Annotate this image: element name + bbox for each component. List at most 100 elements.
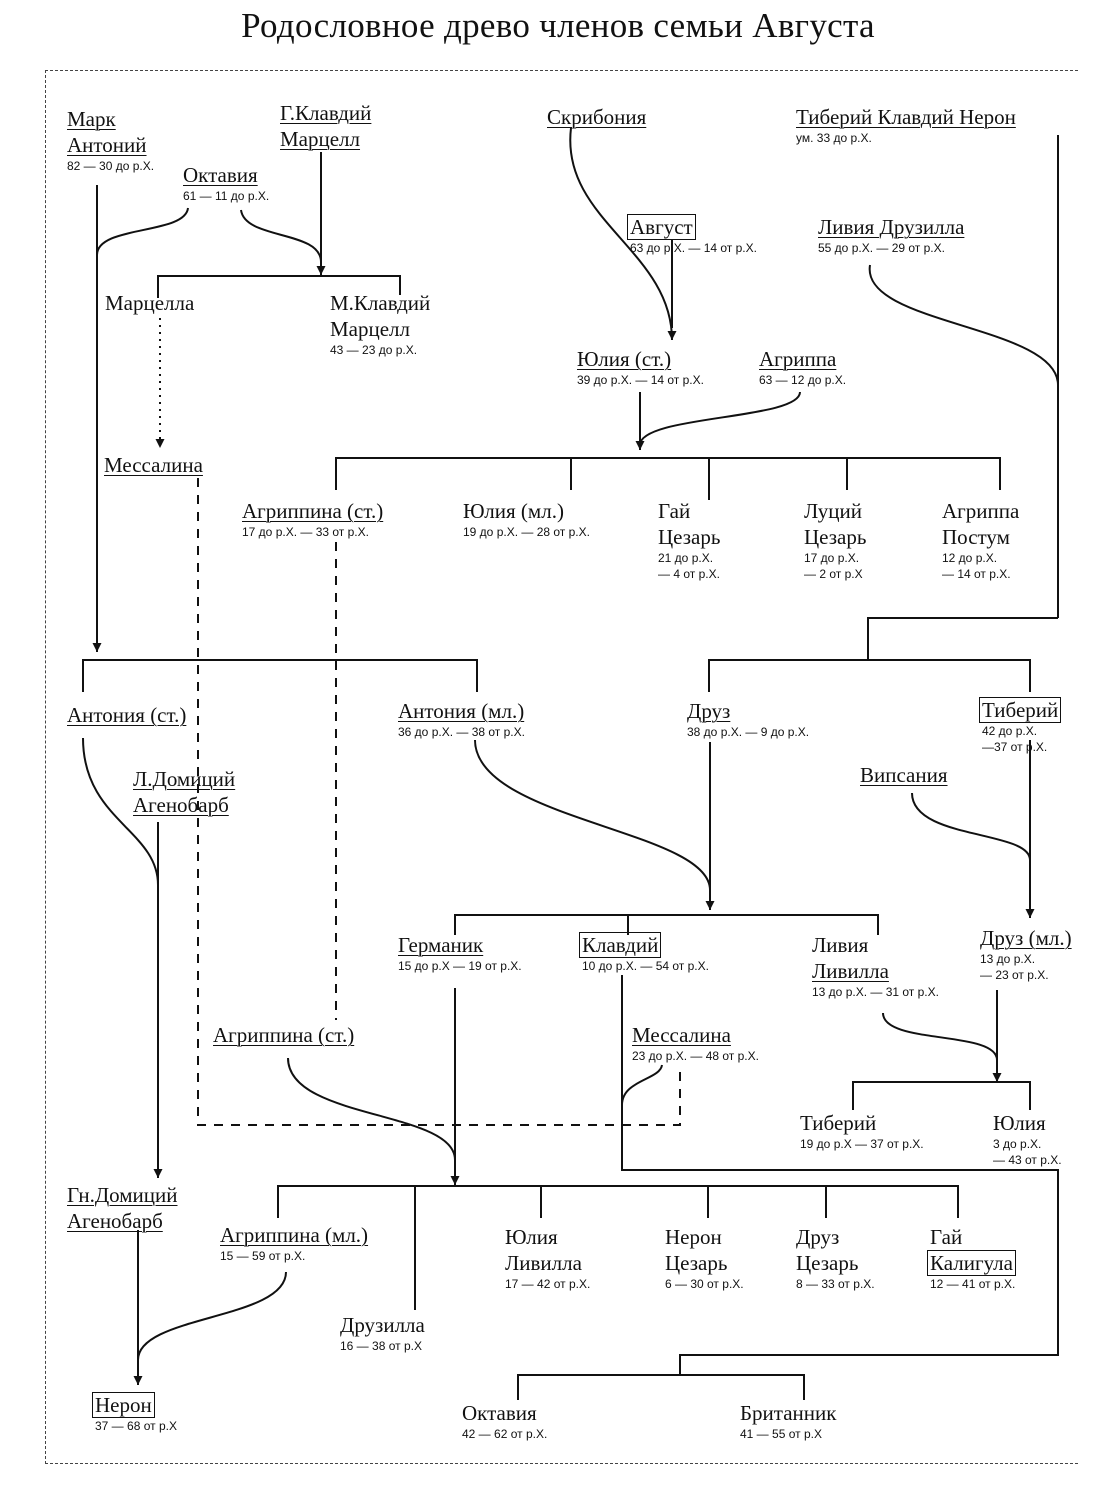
person-name: Ливия — [812, 933, 869, 957]
person-mark-antony: Марк Антоний 82 — 30 до р.Х. — [67, 106, 154, 174]
person-name: Клавдий — [579, 932, 662, 958]
person-m-marcellus: М.Клавдий Марцелл 43 — 23 до р.Х. — [330, 290, 430, 358]
person-agrippina-younger: Агриппина (мл.) 15 — 59 от р.Х. — [220, 1222, 368, 1264]
person-name: Цезарь — [804, 525, 867, 549]
person-dates: 15 — 59 от р.Х. — [220, 1249, 306, 1263]
person-name: Гай — [658, 499, 691, 523]
person-drusus: Друз 38 до р.Х. — 9 до р.Х. — [687, 698, 809, 740]
person-name: Агриппина (ст.) — [213, 1023, 355, 1047]
bracket-livilla-children — [852, 1081, 1031, 1110]
curve-octavia-to-gaius — [240, 209, 322, 263]
person-dates: 36 до р.Х. — 38 от р.Х. — [398, 725, 525, 739]
person-name: М.Клавдий — [330, 291, 431, 315]
person-name: Антоний — [67, 133, 147, 157]
person-vipsania: Випсания — [860, 762, 948, 788]
person-drusilla: Друзилла 16 — 38 от р.Х — [340, 1312, 425, 1354]
person-name: Випсания — [860, 763, 948, 787]
person-name: Луций — [804, 499, 862, 523]
curve-scribonia-to-julia — [569, 127, 677, 341]
person-nero-caesar: Нерон Цезарь 6 — 30 от р.Х. — [665, 1224, 744, 1292]
person-name: Антония (мл.) — [398, 699, 525, 723]
person-name: Юлия (ст.) — [577, 347, 672, 371]
person-dates: 8 — 33 от р.Х. — [796, 1277, 875, 1291]
curve-messalina-to-claudius — [621, 1064, 663, 1106]
person-dates: — 14 от р.Х. — [942, 567, 1011, 581]
person-name: Юлия (мл.) — [463, 499, 564, 523]
person-dates: 17 до р.Х. — [804, 551, 860, 565]
bracket-julia-children — [335, 457, 1001, 490]
person-name: Тиберий — [800, 1111, 877, 1135]
person-dates: 55 до р.Х. — 29 от р.Х. — [818, 241, 945, 255]
curve-vipsania-to-tiberius — [911, 792, 1031, 861]
person-octavia-claudia: Октавия 42 — 62 от р.Х. — [462, 1400, 547, 1442]
bracket-claudius-children — [517, 1374, 805, 1400]
person-name: Ливия Друзилла — [818, 215, 965, 239]
person-octavia: Октавия 61 — 11 до р.Х. — [183, 162, 269, 204]
person-dates: ум. 33 до р.Х. — [796, 131, 872, 145]
person-dates: 12 — 41 от р.Х. — [930, 1277, 1016, 1291]
person-julia-livilla: Юлия Ливилла 17 — 42 от р.Х. — [505, 1224, 590, 1292]
person-dates: 82 — 30 до р.Х. — [67, 159, 155, 173]
person-name: Антония (ст.) — [67, 703, 187, 727]
person-name: Гай — [930, 1225, 963, 1249]
person-name: Цезарь — [796, 1251, 859, 1275]
person-caligula: Гай Калигула 12 — 41 от р.Х. — [927, 1224, 1016, 1292]
bracket-antonias — [82, 659, 478, 692]
person-germanicus: Германик 15 до р.Х — 19 от р.Х. — [398, 932, 522, 974]
person-name: Август — [627, 214, 696, 240]
person-name: Ливилла — [812, 959, 889, 983]
person-agrippina-elder-2: Агриппина (ст.) — [213, 1022, 354, 1048]
person-dates: —37 от р.Х. — [982, 740, 1048, 754]
person-nero: Нерон 37 — 68 от р.Х — [92, 1392, 177, 1434]
person-name: Агенобарб — [133, 793, 229, 817]
diagram-title: Родословное древо членов семьи Августа — [241, 6, 875, 45]
dashed-messalina-line — [197, 478, 681, 1126]
person-name: Марцелл — [280, 127, 361, 151]
person-name: Британник — [740, 1401, 837, 1425]
person-dates: 41 — 55 от р.Х — [740, 1427, 822, 1441]
person-antonia-elder: Антония (ст.) — [67, 702, 186, 728]
person-dates: 63 — 12 до р.Х. — [759, 373, 847, 387]
person-name: Юлия — [505, 1225, 558, 1249]
person-name: Тиберий — [979, 697, 1062, 723]
person-name: Ливилла — [505, 1251, 582, 1275]
person-name: Калигула — [927, 1250, 1016, 1276]
person-dates: 61 — 11 до р.Х. — [183, 189, 270, 203]
person-name: Марцелл — [330, 317, 411, 341]
person-dates: 16 — 38 от р.Х — [340, 1339, 422, 1353]
person-dates: 42 — 62 от р.Х. — [462, 1427, 548, 1441]
person-name: Юлия — [993, 1111, 1046, 1135]
person-name: Германик — [398, 933, 484, 957]
person-name: Октавия — [462, 1401, 537, 1425]
person-name: Г.Клавдий — [280, 101, 372, 125]
person-dates: 19 до р.Х — 37 от р.Х. — [800, 1137, 924, 1151]
person-dates: 19 до р.Х. — 28 от р.Х. — [463, 525, 590, 539]
bracket-drusus-tiberius — [708, 659, 1031, 692]
person-dates: 13 до р.Х. — [980, 952, 1036, 966]
person-dates: 12 до р.Х. — [942, 551, 998, 565]
person-name: Агриппина (ст.) — [242, 499, 384, 523]
person-dates: 10 до р.Х. — 54 от р.Х. — [582, 959, 709, 973]
person-drusus-caesar: Друз Цезарь 8 — 33 от р.Х. — [796, 1224, 875, 1292]
person-agrippa-postumus: Агриппа Постум 12 до р.Х. — 14 от р.Х. — [942, 498, 1019, 582]
person-augustus: Август 63 до р.Х. — 14 от р.Х. — [627, 214, 757, 256]
person-dates: 42 до р.Х. — [982, 724, 1038, 738]
person-dates: 17 — 42 от р.Х. — [505, 1277, 591, 1291]
person-tiberius-claudius-nero: Тиберий Клавдий Нерон ум. 33 до р.Х. — [796, 104, 1016, 146]
person-name: Нерон — [92, 1392, 155, 1418]
person-dates: 13 до р.Х. — 31 от р.Х. — [812, 985, 939, 999]
person-name: Цезарь — [658, 525, 721, 549]
person-dates: 39 до р.Х. — 14 от р.Х. — [577, 373, 704, 387]
person-dates: — 23 от р.Х. — [980, 968, 1049, 982]
person-tiberius: Тиберий 42 до р.Х. —37 от р.Х. — [979, 697, 1062, 755]
person-dates: 38 до р.Х. — 9 до р.Х. — [687, 725, 810, 739]
person-gaius-marcellus: Г.Клавдий Марцелл — [280, 100, 371, 152]
bracket-drusus-children — [454, 914, 879, 935]
curve-livilla-to-drusus — [882, 1012, 998, 1061]
person-livilla: Ливия Ливилла 13 до р.Х. — 31 от р.Х. — [812, 932, 939, 1000]
person-tiberius-gemellus: Тиберий 19 до р.Х — 37 от р.Х. — [800, 1110, 924, 1152]
person-dates: 37 — 68 от р.Х — [95, 1419, 177, 1433]
person-julia-livia: Юлия 3 до р.Х. — 43 от р.Х. — [993, 1110, 1062, 1168]
bracket-marcellus — [157, 275, 401, 298]
person-name: Друзилла — [340, 1313, 425, 1337]
